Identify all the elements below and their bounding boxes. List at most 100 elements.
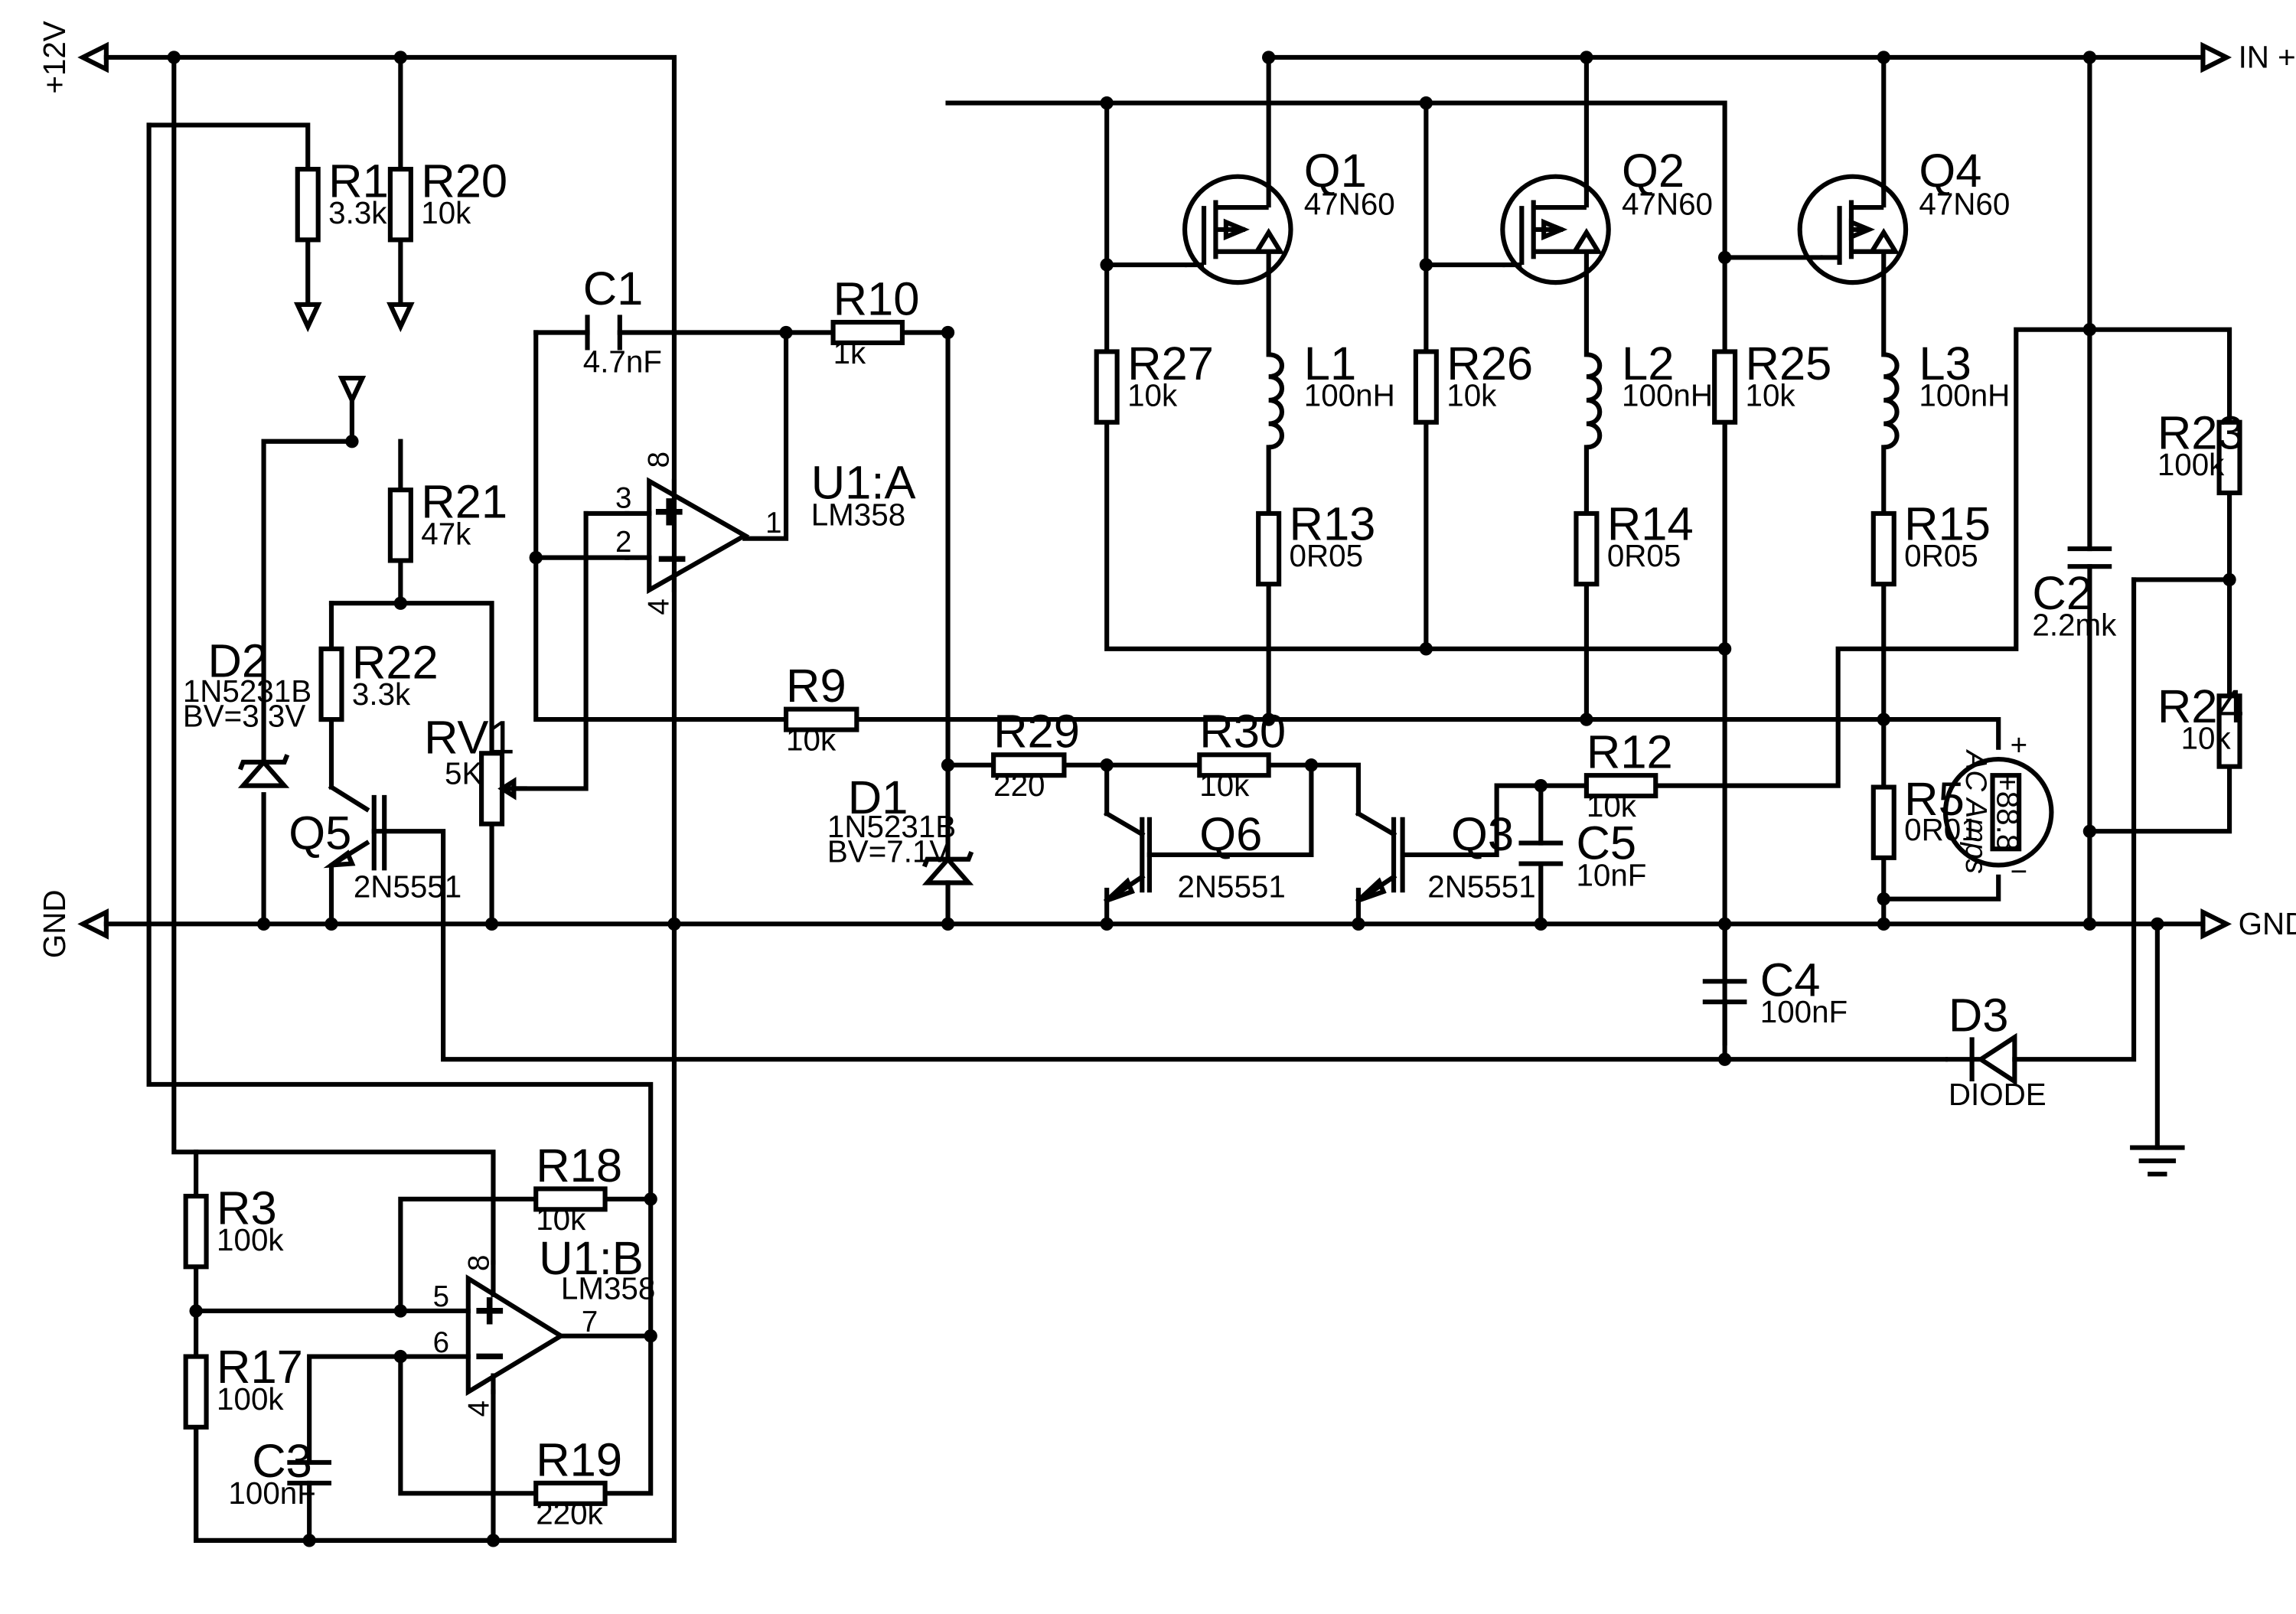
svg-text:LM358: LM358 xyxy=(561,1271,655,1306)
svg-text:R19: R19 xyxy=(536,1433,622,1486)
resistor-r19: R19 220k xyxy=(533,1433,622,1531)
transistor-q5: Q5 2N5551 xyxy=(289,794,461,905)
svg-text:+: + xyxy=(474,1280,504,1340)
svg-text:10k: 10k xyxy=(1127,378,1178,413)
svg-text:3.3k: 3.3k xyxy=(352,677,411,712)
svg-text:4: 4 xyxy=(463,1400,496,1417)
svg-text:BV=7.1V: BV=7.1V xyxy=(827,834,951,869)
svg-text:5: 5 xyxy=(433,1280,449,1313)
svg-text:R21: R21 xyxy=(421,476,507,529)
svg-text:2.2mk: 2.2mk xyxy=(2032,608,2117,643)
wires xyxy=(103,54,2232,1543)
svg-text:R18: R18 xyxy=(536,1140,622,1192)
resistor-r23: R23 100k xyxy=(2157,406,2244,496)
svg-text:8: 8 xyxy=(642,452,675,468)
svg-text:1N5231B: 1N5231B xyxy=(183,673,311,709)
capacitor-c2: C2 2.2mk xyxy=(2032,546,2117,643)
zener-diode-d2: D2 1N5231B BV=3.3V xyxy=(183,634,311,788)
svg-text:Q2: Q2 xyxy=(1622,145,1684,197)
capacitor-c4: C4 100nF xyxy=(1702,954,1848,1029)
svg-text:R1: R1 xyxy=(328,155,389,208)
gnd-terminal-left: GND xyxy=(37,889,109,958)
svg-text:LM358: LM358 xyxy=(811,497,905,532)
resistor-r10: R10 1k xyxy=(830,272,919,370)
mosfet-q4: Q4 47N60 xyxy=(1797,145,2010,285)
svg-text:C4: C4 xyxy=(1760,954,1821,1007)
svg-text:U1:B: U1:B xyxy=(539,1232,644,1285)
svg-text:2N5551: 2N5551 xyxy=(1427,869,1535,905)
resistor-r13: R13 0R05 xyxy=(1256,498,1376,587)
inductor-l2: L2 100nH xyxy=(1586,337,1713,450)
svg-text:1N5231B: 1N5231B xyxy=(827,809,956,844)
svg-text:+: + xyxy=(654,481,684,541)
capacitor-c5: C5 10nF xyxy=(1518,817,1646,892)
resistor-r18: R18 10k xyxy=(533,1140,622,1237)
svg-text:10nF: 10nF xyxy=(1576,857,1646,892)
svg-text:100nH: 100nH xyxy=(1622,378,1713,413)
svg-text:R14: R14 xyxy=(1607,498,1694,551)
svg-text:2N5551: 2N5551 xyxy=(354,869,461,905)
svg-text:−: − xyxy=(657,529,687,589)
resistor-r1: R1 3.3k xyxy=(295,155,389,243)
mosfet-q1: Q1 47N60 xyxy=(1182,145,1395,285)
transistor-q6: Q6 2N5551 xyxy=(1103,808,1286,905)
svg-text:R3: R3 xyxy=(217,1182,277,1235)
gnd-right-label: GND xyxy=(2239,906,2296,941)
svg-text:4: 4 xyxy=(642,598,675,615)
resistor-r14: R14 0R05 xyxy=(1574,498,1694,587)
svg-text:100nF: 100nF xyxy=(228,1475,315,1511)
svg-text:R17: R17 xyxy=(217,1341,303,1394)
svg-text:47N60: 47N60 xyxy=(1304,187,1395,222)
svg-text:1: 1 xyxy=(765,507,781,540)
svg-text:Q6: Q6 xyxy=(1199,808,1262,861)
capacitor-c3: C3 100nF xyxy=(228,1435,332,1511)
opamp-u1a: + − 3 2 1 8 4 U1:A LM358 xyxy=(615,452,915,615)
svg-text:−: − xyxy=(2011,856,2027,889)
resistor-r22: R22 3.3k xyxy=(318,636,439,722)
svg-text:1k: 1k xyxy=(833,335,866,370)
svg-text:10k: 10k xyxy=(1199,768,1250,803)
svg-text:C1: C1 xyxy=(583,262,644,315)
svg-text:−: − xyxy=(474,1326,504,1386)
resistor-r12: R12 10k xyxy=(1583,726,1673,823)
earth-ground-symbol xyxy=(2130,1145,2185,1177)
svg-text:47k: 47k xyxy=(421,516,471,551)
gnd-terminal-right: GND xyxy=(2200,906,2296,941)
transistor-q3: Q3 2N5551 xyxy=(1355,808,1536,905)
in-plus-label: IN + xyxy=(2239,39,2296,74)
junction-dots xyxy=(167,51,2236,1547)
svg-text:10k: 10k xyxy=(1446,378,1497,413)
svg-text:D2: D2 xyxy=(208,634,269,687)
resistor-r3: R3 100k xyxy=(183,1182,284,1270)
svg-text:R20: R20 xyxy=(421,155,507,208)
svg-text:R13: R13 xyxy=(1290,498,1376,551)
svg-text:3.3k: 3.3k xyxy=(328,195,387,230)
svg-text:47N60: 47N60 xyxy=(1919,187,2010,222)
svg-text:100k: 100k xyxy=(217,1222,284,1257)
svg-text:220k: 220k xyxy=(536,1496,603,1531)
ammeter-am1: +88.8 AC Amps + − xyxy=(1942,729,2054,889)
resistor-r25: R25 10k xyxy=(1712,337,1831,425)
svg-text:Q3: Q3 xyxy=(1451,808,1514,861)
in-plus-terminal: IN + xyxy=(2200,39,2296,74)
svg-text:10k: 10k xyxy=(786,722,837,757)
svg-text:100nF: 100nF xyxy=(1760,994,1848,1029)
svg-text:DIODE: DIODE xyxy=(1949,1077,2047,1112)
svg-text:D1: D1 xyxy=(848,771,908,824)
svg-text:10k: 10k xyxy=(2181,721,2232,756)
resistor-r15: R15 0R05 xyxy=(1870,498,1991,587)
resistor-r21: R21 47k xyxy=(387,476,507,563)
svg-text:0R05: 0R05 xyxy=(1904,538,1978,573)
vcc-terminal: +12V xyxy=(37,21,109,94)
svg-text:+: + xyxy=(2011,729,2027,761)
svg-text:+88.8: +88.8 xyxy=(1990,773,2025,851)
svg-text:R24: R24 xyxy=(2157,680,2244,733)
svg-text:R12: R12 xyxy=(1587,726,1673,779)
resistor-r24: R24 10k xyxy=(2157,680,2244,769)
svg-text:6: 6 xyxy=(433,1326,449,1359)
mosfet-q2: Q2 47N60 xyxy=(1500,145,1713,285)
svg-text:L3: L3 xyxy=(1919,337,1971,390)
svg-text:3: 3 xyxy=(615,481,631,514)
resistor-r26: R26 10k xyxy=(1413,337,1533,425)
svg-text:4.7nF: 4.7nF xyxy=(583,344,662,379)
